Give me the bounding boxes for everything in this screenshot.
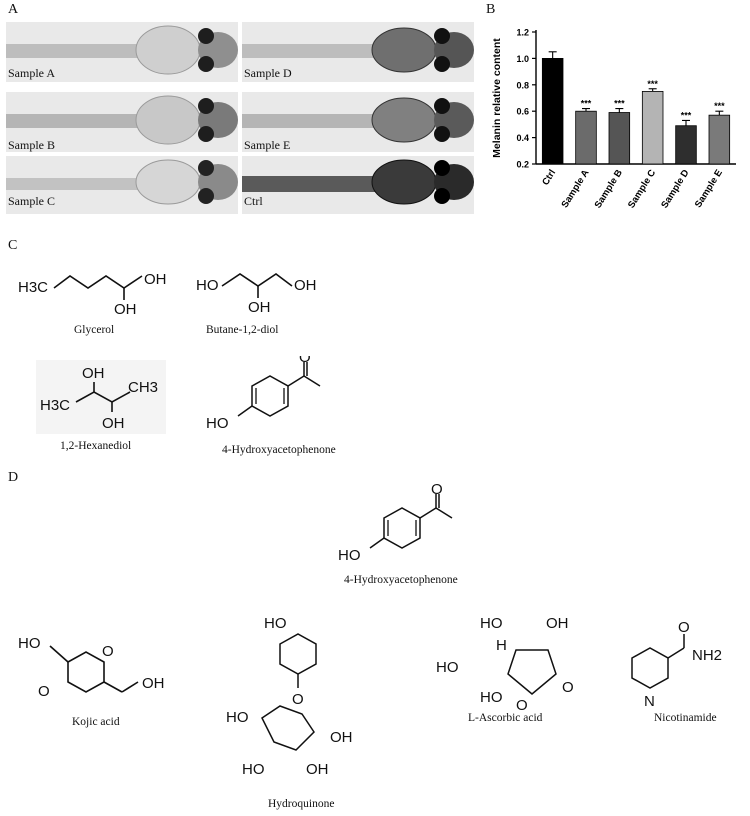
structure-kojic-acid: HO O O OH bbox=[18, 635, 165, 700]
y-tick-label-1: 0.4 bbox=[516, 133, 529, 143]
x-tick-label-2: Sample B bbox=[593, 168, 625, 211]
panel-label-d: D bbox=[8, 470, 19, 485]
label-oh-3: OH bbox=[248, 299, 271, 316]
bar-sample-e bbox=[708, 114, 731, 165]
label-ho-c: HO bbox=[206, 415, 229, 432]
x-tick-label-3: Sample C bbox=[626, 168, 658, 211]
sample-caption-d: Sample D bbox=[244, 66, 292, 80]
sample-caption-a: Sample A bbox=[8, 66, 55, 80]
caption-glycerol: Glycerol bbox=[74, 324, 115, 336]
caption-butanediol: Butane-1,2-diol bbox=[206, 324, 279, 336]
label-oh-6: OH bbox=[102, 415, 125, 432]
significance-3: *** bbox=[647, 79, 658, 89]
bar-sample-c bbox=[641, 91, 664, 165]
structure-glycerol-drawn: HO OH OH bbox=[196, 273, 317, 316]
label-o-nic: O bbox=[678, 619, 690, 636]
label-oh-2: OH bbox=[144, 271, 167, 288]
label-oh-kojic: OH bbox=[142, 675, 165, 692]
label-o-c: O bbox=[299, 356, 311, 366]
structure-hexanediol-drawn: H3C OH OH bbox=[18, 271, 167, 316]
y-tick-label-5: 1.2 bbox=[516, 28, 529, 38]
significance-4: *** bbox=[681, 110, 692, 120]
zebrafish-image-sample-b bbox=[6, 92, 238, 152]
label-oh-5: OH bbox=[82, 365, 105, 382]
structure-nicotinamide: O NH2 N bbox=[631, 619, 722, 710]
zebrafish-larva-sample-e bbox=[242, 97, 474, 143]
label-ho-hq: HO bbox=[264, 615, 287, 632]
bar-sample-d bbox=[675, 125, 697, 165]
y-tick-label-0: 0.2 bbox=[516, 160, 529, 170]
sample-caption-ctrl: Ctrl bbox=[244, 194, 263, 208]
structure-hydroquinone: HO O HO OH HO OH bbox=[226, 615, 353, 778]
label-nh2: NH2 bbox=[692, 647, 722, 664]
label-ho-asc: HO bbox=[480, 615, 503, 632]
label-oh-hq: OH bbox=[330, 729, 353, 746]
structure-ascorbic-acid: HO OH O O H HO HO bbox=[436, 615, 574, 714]
panel-label-b: B bbox=[486, 2, 496, 17]
zebrafish-larva-sample-d bbox=[242, 27, 474, 73]
label-o-hq: O bbox=[292, 691, 304, 708]
zebrafish-image-sample-a bbox=[6, 22, 238, 82]
label-ho: HO bbox=[196, 277, 219, 294]
structure-hydroxyacetophenone-d: O HO bbox=[338, 484, 453, 564]
label-ho-kojic: HO bbox=[18, 635, 41, 652]
label-oh-asc: OH bbox=[546, 615, 569, 632]
zebrafish-larva-sample-a bbox=[6, 25, 238, 75]
y-tick-label-2: 0.6 bbox=[516, 107, 529, 117]
label-oh-hq-2: OH bbox=[306, 761, 329, 778]
sample-caption-b: Sample B bbox=[8, 138, 55, 152]
zebrafish-larva-sample-b bbox=[6, 95, 238, 145]
label-o-d: O bbox=[431, 484, 443, 498]
caption-hexanediol: 1,2-Hexanediol bbox=[60, 440, 132, 452]
caption-hydroxyacetophenone-d: 4-Hydroxyacetophenone bbox=[344, 574, 458, 586]
zebrafish-larva-sample-c bbox=[6, 159, 238, 205]
sample-caption-e: Sample E bbox=[244, 138, 291, 152]
bar-sample-b bbox=[608, 112, 631, 165]
zebrafish-larva-ctrl bbox=[242, 159, 474, 205]
y-tick-label-3: 0.8 bbox=[516, 80, 529, 90]
bar-ctrl bbox=[541, 58, 564, 165]
caption-kojic-acid: Kojic acid bbox=[72, 716, 120, 728]
significance-5: *** bbox=[714, 101, 725, 111]
caption-ascorbic-acid: L-Ascorbic acid bbox=[468, 712, 543, 724]
x-tick-label-4: Sample D bbox=[659, 168, 691, 211]
label-o-ring: O bbox=[102, 643, 114, 660]
zebrafish-image-ctrl bbox=[242, 156, 474, 214]
label-ho-hq-3: HO bbox=[242, 761, 265, 778]
label-h-asc: H bbox=[496, 637, 507, 654]
x-tick-label-5: Sample E bbox=[693, 168, 725, 210]
y-tick-label-4: 1.0 bbox=[516, 54, 529, 64]
caption-hydroxyacetophenone-c: 4-Hydroxyacetophenone bbox=[222, 444, 336, 456]
label-h3c: H3C bbox=[18, 279, 48, 296]
label-o-asc: O bbox=[516, 697, 528, 714]
label-h3c-2: H3C bbox=[40, 397, 70, 414]
label-ho-d: HO bbox=[338, 547, 361, 564]
label-oh-4: OH bbox=[294, 277, 317, 294]
label-ho-asc-2: HO bbox=[436, 659, 459, 676]
zebrafish-image-sample-e bbox=[242, 92, 474, 152]
label-n: N bbox=[644, 693, 655, 710]
zebrafish-image-sample-d bbox=[242, 22, 474, 82]
label-ho-hq-2: HO bbox=[226, 709, 249, 726]
panel-label-c: C bbox=[8, 238, 18, 253]
label-ch3: CH3 bbox=[128, 379, 158, 396]
x-tick-label-1: Sample A bbox=[559, 168, 591, 210]
label-o-asc-2: O bbox=[562, 679, 574, 696]
significance-2: *** bbox=[614, 99, 625, 109]
y-axis-label: Melanin relative content bbox=[491, 38, 503, 158]
structure-butanediol-drawn: OH H3C CH3 OH bbox=[36, 360, 166, 434]
panel-label-a: A bbox=[8, 2, 19, 17]
label-o-keto: O bbox=[38, 683, 50, 700]
label-oh-1: OH bbox=[114, 301, 137, 316]
zebrafish-image-sample-c bbox=[6, 156, 238, 214]
structure-hydroxyacetophenone-c: O HO bbox=[206, 356, 321, 432]
significance-1: *** bbox=[581, 99, 592, 109]
x-tick-label-0: Ctrl bbox=[540, 168, 558, 188]
caption-nicotinamide: Nicotinamide bbox=[654, 712, 717, 724]
label-ho-asc-3: HO bbox=[480, 689, 503, 706]
caption-hydroquinone: Hydroquinone bbox=[268, 798, 335, 810]
bar-sample-a bbox=[575, 110, 597, 165]
sample-caption-c: Sample C bbox=[8, 194, 55, 208]
